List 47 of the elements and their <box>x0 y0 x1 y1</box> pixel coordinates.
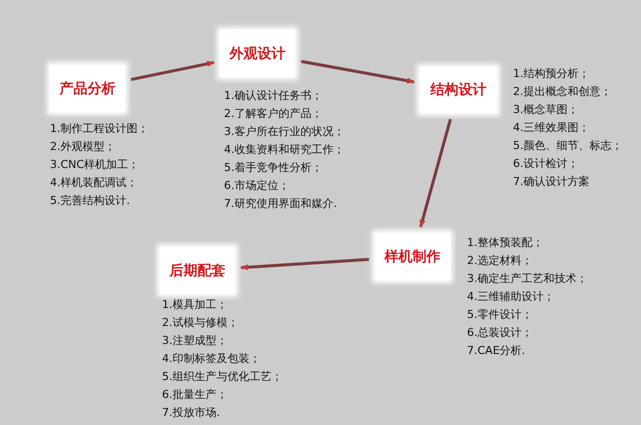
task-list-item: 7.研究使用界面和媒介. <box>224 196 337 212</box>
step-title: 结构设计 <box>430 81 486 99</box>
task-list-item: 4.三维辅助设计； <box>467 289 554 305</box>
step-box <box>50 65 125 112</box>
task-list-item: 1.结构预分析； <box>513 66 590 82</box>
task-list-item: 6.设计检讨； <box>513 156 578 172</box>
step-box <box>375 233 450 280</box>
task-list-item: 7.确认设计方案 <box>513 174 590 190</box>
step-title: 样机制作 <box>384 248 440 266</box>
task-list-item: 1.制作工程设计图； <box>50 121 148 137</box>
task-list-item: 5.完善结构设计. <box>50 193 130 209</box>
task-list-item: 4.印制标签及包装； <box>162 351 260 367</box>
step-box <box>160 247 235 294</box>
task-list-item: 6.市场定位； <box>224 178 290 194</box>
arrow <box>240 258 370 270</box>
task-list-item: 2.了解客户的产品； <box>224 106 322 122</box>
task-list-item: 1.模具加工； <box>162 297 228 313</box>
task-list-item: 2.选定材料； <box>467 253 532 269</box>
task-list-item: 1.整体预装配； <box>467 235 544 251</box>
task-list-item: 3.注塑成型； <box>162 333 228 349</box>
task-list-item: 4.收集资料和研究工作； <box>224 142 344 158</box>
task-list-item: 5.着手竞争性分析； <box>224 160 322 176</box>
step-title: 外观设计 <box>230 44 286 62</box>
step-box <box>420 67 497 113</box>
arrow <box>130 60 215 82</box>
task-list-item: 5.颜色、细节、标志； <box>513 138 622 154</box>
task-list-item: 6.总装设计； <box>467 325 532 341</box>
step-title: 后期配套 <box>170 262 226 280</box>
task-list-item: 2.试模与修模； <box>162 315 238 331</box>
task-list-item: 1.确认设计任务书； <box>224 88 322 104</box>
arrow <box>419 118 452 228</box>
step-title: 产品分析 <box>60 80 116 98</box>
task-list-item: 2.外观模型； <box>50 139 116 155</box>
task-list-item: 3.CNC样机加工； <box>50 157 140 173</box>
task-list-item: 5.零件设计； <box>467 307 532 323</box>
task-list-item: 7.投放市场. <box>162 405 220 421</box>
task-list-item: 6.批量生产； <box>162 387 228 403</box>
task-list-item: 4.样机装配调试； <box>50 175 138 191</box>
task-list-item: 3.确定生产工艺和技术； <box>467 271 588 287</box>
task-list-item: 3.客户所在行业的状况； <box>224 124 344 140</box>
step-box <box>220 30 295 77</box>
task-list-item: 2.提出概念和创意； <box>513 84 612 100</box>
task-list-item: 3.概念草图； <box>513 102 578 118</box>
task-list-item: 7.CAE分析. <box>467 343 526 359</box>
task-list-item: 5.组织生产与优化工艺； <box>162 369 282 385</box>
task-list-item: 4.三维效果图； <box>513 120 590 136</box>
arrow <box>300 60 415 84</box>
